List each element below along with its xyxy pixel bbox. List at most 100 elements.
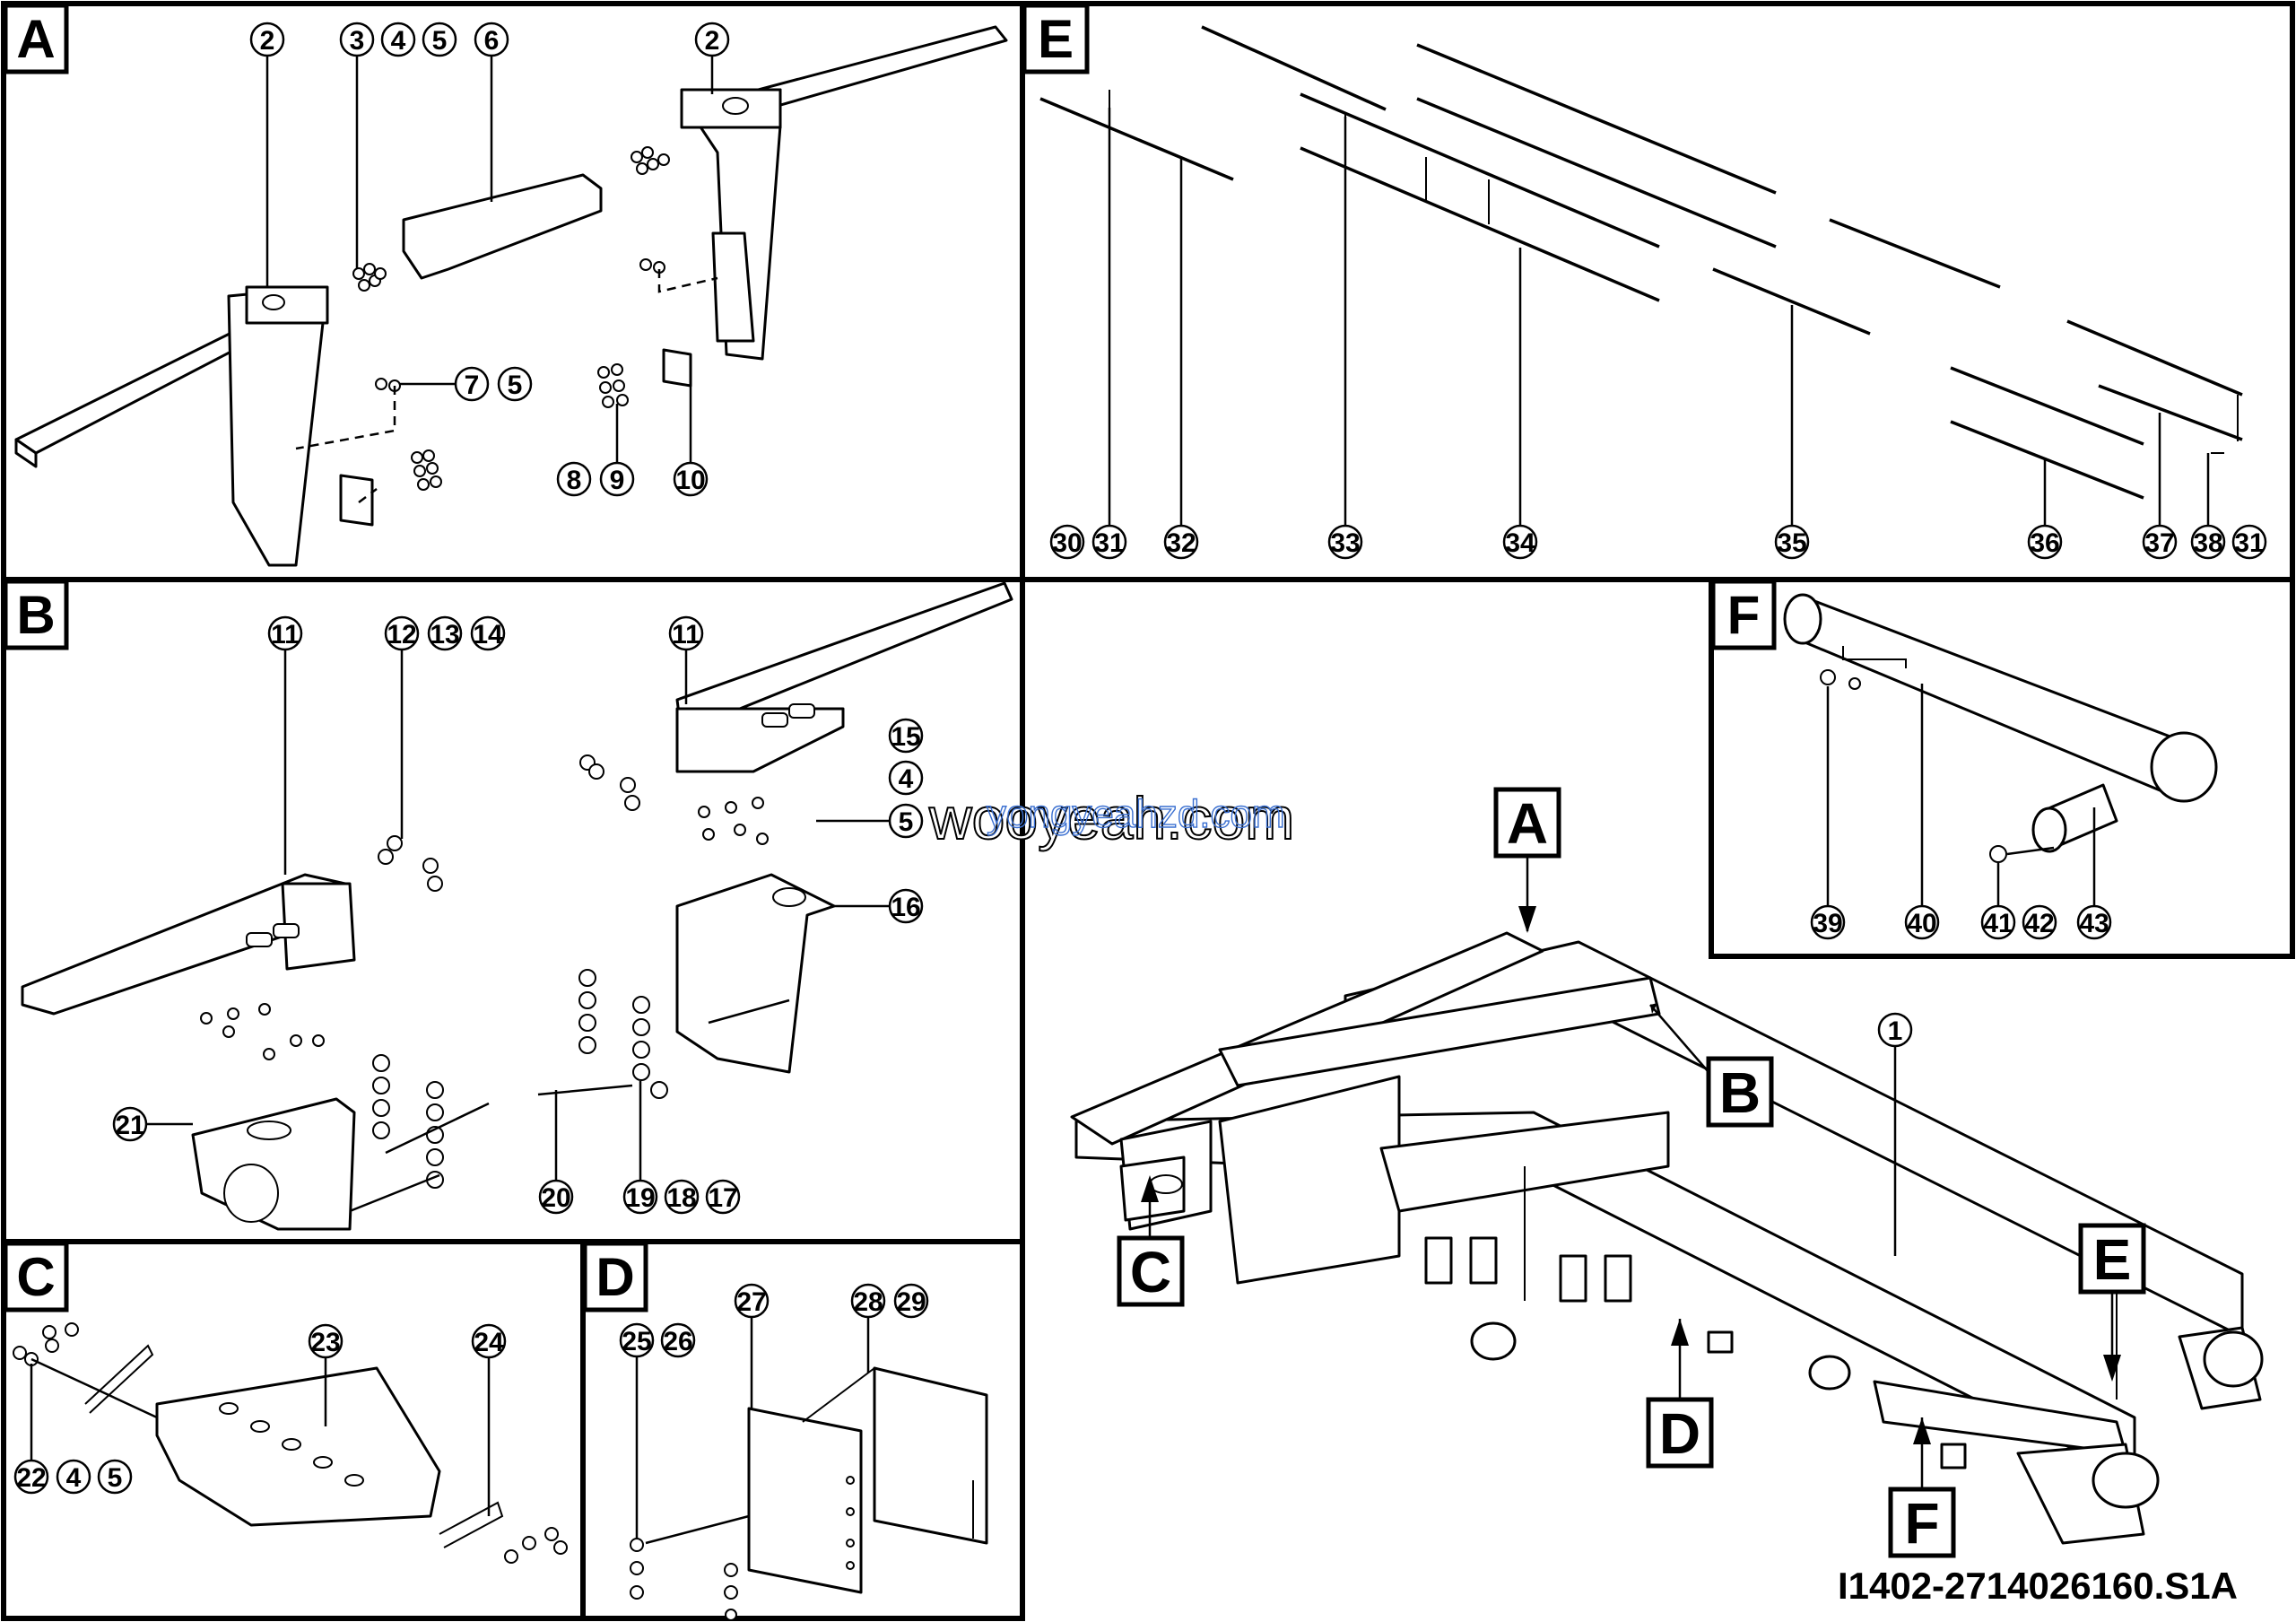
svg-text:33: 33 <box>1330 528 1360 558</box>
svg-text:26: 26 <box>663 1327 692 1356</box>
svg-text:38: 38 <box>2193 528 2222 558</box>
svg-text:40: 40 <box>1907 909 1936 938</box>
svg-text:5: 5 <box>108 1463 123 1493</box>
svg-text:21: 21 <box>115 1111 144 1140</box>
strap-j <box>1950 420 2144 500</box>
callout-d-25: 25 <box>619 1322 655 1358</box>
bracket-b-right <box>675 707 845 773</box>
svg-text:20: 20 <box>541 1183 570 1213</box>
bolt-cluster-b6 <box>372 1054 444 1189</box>
svg-text:5: 5 <box>899 807 914 837</box>
bolt-cluster-d1 <box>630 1538 738 1621</box>
callout-b-4: 4 <box>888 760 924 796</box>
strap-h <box>1712 267 1871 336</box>
frame-rail-left-flange <box>14 438 38 468</box>
panel-b-callouts: 11 12 13 14 11 15 4 5 16 21 20 19 18 17 <box>112 615 924 1215</box>
panel-f-callouts: 39 40 41 42 43 <box>1810 684 2112 940</box>
callout-a-7: 7 <box>454 366 490 402</box>
svg-text:18: 18 <box>666 1183 696 1213</box>
strap-a <box>1039 97 1234 181</box>
watermark-text: wooyeah.com <box>928 785 1294 851</box>
callout-b-21: 21 <box>112 1106 148 1142</box>
bolt-cluster-a5 <box>597 363 629 408</box>
bolt-cluster-b1 <box>378 835 443 892</box>
panel-f-frame <box>1709 577 2295 959</box>
ref-box-d <box>1646 1397 1714 1469</box>
callout-a-9: 9 <box>599 461 635 497</box>
svg-text:39: 39 <box>1813 909 1842 938</box>
panel-f-letter: F <box>1727 585 1761 645</box>
callout-a-10: 10 <box>673 461 709 497</box>
bolt-cluster-a6 <box>639 258 665 274</box>
svg-text:43: 43 <box>2079 909 2109 938</box>
callout-c-22: 22 <box>13 1459 49 1495</box>
svg-text:2: 2 <box>260 26 275 56</box>
svg-text:37: 37 <box>2144 528 2174 558</box>
strap-b <box>1201 25 1387 111</box>
svg-text:27: 27 <box>736 1287 766 1317</box>
callout-e-31b: 31 <box>2231 524 2267 560</box>
callout-a-2-left: 2 <box>249 22 285 57</box>
panel-a-frame <box>1 1 1025 582</box>
panel-d-callouts: 27 28 29 25 26 <box>619 1283 929 1539</box>
callout-b-13: 13 <box>427 615 463 651</box>
panel-e-parts <box>1039 25 2243 500</box>
callout-a-5: 5 <box>422 22 457 57</box>
svg-text:41: 41 <box>1983 909 2013 938</box>
bolt-cluster-a3 <box>375 378 401 392</box>
drawing-id: I1402-2714026160.S1A <box>1838 1565 2238 1607</box>
panel-a-letter: A <box>16 9 55 69</box>
ref-letter-c: C <box>1130 1240 1171 1304</box>
strap-k <box>2066 319 2243 397</box>
ref-letter-e: E <box>2093 1227 2132 1292</box>
panel-e-callouts: 30 31 32 33 34 35 36 37 38 31 <box>1049 108 2267 560</box>
ref-box-f <box>1888 1487 1956 1558</box>
strap-c <box>1300 92 1660 249</box>
tube-end-cap <box>2150 731 2218 803</box>
svg-text:5: 5 <box>432 26 448 56</box>
svg-text:7: 7 <box>465 371 480 400</box>
panel-e-label: E <box>1022 3 1090 74</box>
callout-e-30: 30 <box>1049 524 1085 560</box>
panel-a-callouts: 2 3 4 5 6 2 7 5 8 9 10 <box>249 22 730 497</box>
small-plate-lower <box>339 474 374 527</box>
panel-a-label: A <box>3 3 69 74</box>
strap-f <box>1416 97 1777 249</box>
callout-f-42: 42 <box>2022 904 2057 940</box>
svg-text:4: 4 <box>899 764 914 794</box>
svg-text:14: 14 <box>473 620 503 650</box>
panel-b-parts <box>21 581 1013 1231</box>
callout-a-8: 8 <box>556 461 592 497</box>
svg-text:6: 6 <box>484 26 500 56</box>
svg-text:15: 15 <box>891 722 920 752</box>
callout-e-36: 36 <box>2027 524 2063 560</box>
ref-letter-f: F <box>1904 1491 1939 1556</box>
ref-box-b <box>1706 1056 1774 1128</box>
svg-text:8: 8 <box>567 466 582 495</box>
callout-e-34: 34 <box>1502 524 1538 560</box>
panel-c-label: C <box>3 1241 69 1312</box>
callout-b-18: 18 <box>664 1179 700 1215</box>
bolt-cluster-b2 <box>579 754 640 811</box>
panel-c-letter: C <box>16 1247 55 1307</box>
shim-plate-28 <box>873 1366 988 1545</box>
cross-bracket <box>402 173 603 280</box>
callout-c-5: 5 <box>97 1459 133 1495</box>
panel-b-frame <box>1 577 1025 1244</box>
callout-b-20: 20 <box>538 1179 574 1215</box>
panel-e-letter: E <box>1038 9 1074 69</box>
shim-right <box>439 1501 504 1548</box>
callout-c-23: 23 <box>308 1323 344 1359</box>
callout-a-4: 4 <box>380 22 416 57</box>
callout-b-16: 16 <box>888 888 924 924</box>
svg-text:23: 23 <box>310 1328 340 1357</box>
mount-plate-left <box>245 285 329 325</box>
svg-text:25: 25 <box>622 1327 651 1356</box>
strap-e <box>1416 43 1777 195</box>
callout-overview-1: 1 <box>1877 1012 1913 1048</box>
callout-e-35: 35 <box>1774 524 1810 560</box>
svg-text:31: 31 <box>1094 528 1124 558</box>
strap-d <box>1300 146 1660 302</box>
overview-refs: A B C D E F 1 <box>1117 787 2146 1558</box>
strap-g <box>1829 218 2001 289</box>
